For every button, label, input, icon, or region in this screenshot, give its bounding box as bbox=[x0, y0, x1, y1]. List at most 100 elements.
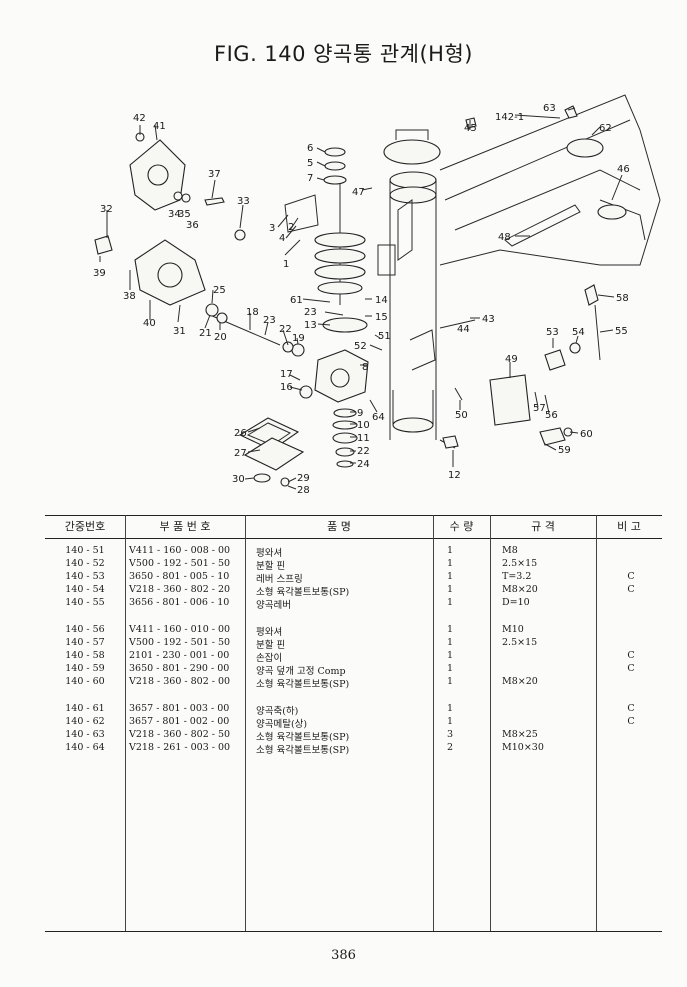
left-cover-assembly bbox=[94, 132, 313, 399]
svg-text:2: 2 bbox=[288, 222, 294, 233]
table-row: 140 - 53 3650 - 801 - 005 - 10 레버 스프링 1 … bbox=[45, 571, 662, 585]
svg-text:62: 62 bbox=[599, 123, 612, 134]
svg-text:37: 37 bbox=[208, 169, 221, 180]
svg-text:63: 63 bbox=[543, 103, 556, 114]
part-no: 3657 - 801 - 002 - 00 bbox=[129, 716, 230, 727]
svg-text:19: 19 bbox=[292, 333, 305, 344]
quantity: 1 bbox=[446, 676, 454, 687]
svg-text:50: 50 bbox=[455, 410, 468, 421]
col-divider bbox=[490, 515, 491, 931]
svg-text:49: 49 bbox=[505, 354, 518, 365]
quantity: 1 bbox=[446, 663, 454, 674]
item-no: 140 - 54 bbox=[65, 584, 105, 595]
svg-text:42: 42 bbox=[133, 113, 146, 124]
spec: 2.5×15 bbox=[502, 558, 538, 569]
part-name: 평와셔 bbox=[256, 548, 283, 559]
svg-text:15: 15 bbox=[375, 312, 388, 323]
table-row: 140 - 54 V218 - 360 - 802 - 20 소형 육각볼트보통… bbox=[45, 584, 662, 598]
item-no: 140 - 55 bbox=[65, 597, 105, 608]
svg-text:55: 55 bbox=[615, 326, 628, 337]
part-name: 분할 핀 bbox=[256, 640, 286, 651]
svg-text:16: 16 bbox=[280, 382, 293, 393]
svg-text:34: 34 bbox=[168, 209, 181, 220]
svg-text:25: 25 bbox=[213, 285, 226, 296]
svg-text:12: 12 bbox=[448, 470, 461, 481]
table-header-rule bbox=[45, 538, 662, 539]
item-no: 140 - 61 bbox=[65, 703, 105, 714]
part-no: V218 - 261 - 003 - 00 bbox=[129, 742, 231, 753]
svg-text:56: 56 bbox=[545, 410, 558, 421]
svg-text:1: 1 bbox=[283, 259, 289, 270]
part-name: 소형 육각볼트보통(SP) bbox=[256, 679, 350, 690]
quantity: 1 bbox=[446, 558, 454, 569]
quantity: 1 bbox=[446, 637, 454, 648]
gear-box bbox=[314, 349, 369, 468]
part-name: 레버 스프링 bbox=[256, 574, 303, 585]
remark: C bbox=[627, 571, 635, 582]
svg-text:41: 41 bbox=[153, 121, 166, 132]
part-name: 양곡레버 bbox=[256, 600, 291, 611]
item-no: 140 - 56 bbox=[65, 624, 105, 635]
svg-text:51: 51 bbox=[378, 331, 391, 342]
svg-text:48: 48 bbox=[498, 232, 511, 243]
svg-text:35: 35 bbox=[178, 209, 191, 220]
part-no: 3657 - 801 - 003 - 00 bbox=[129, 703, 230, 714]
svg-text:46: 46 bbox=[617, 164, 630, 175]
quantity: 1 bbox=[446, 584, 454, 595]
svg-text:52: 52 bbox=[354, 341, 367, 352]
table-row: 140 - 57 V500 - 192 - 501 - 50 분할 핀 1 2.… bbox=[45, 637, 662, 651]
svg-text:13: 13 bbox=[304, 320, 317, 331]
svg-text:44: 44 bbox=[457, 324, 470, 335]
remark: C bbox=[627, 663, 635, 674]
spec: T=3.2 bbox=[502, 571, 532, 582]
svg-text:9: 9 bbox=[357, 408, 363, 419]
col-divider bbox=[433, 515, 434, 931]
svg-text:29: 29 bbox=[297, 473, 310, 484]
svg-text:23: 23 bbox=[263, 315, 276, 326]
item-no: 140 - 63 bbox=[65, 729, 105, 740]
header-item-no: 간중번호 bbox=[64, 520, 106, 533]
part-name: 소형 육각볼트보통(SP) bbox=[256, 587, 350, 598]
table-row: 140 - 61 3657 - 801 - 003 - 00 양곡축(하) 1 … bbox=[45, 703, 662, 717]
item-no: 140 - 60 bbox=[65, 676, 105, 687]
svg-text:20: 20 bbox=[214, 332, 227, 343]
part-no: V218 - 360 - 802 - 20 bbox=[129, 584, 231, 595]
svg-text:38: 38 bbox=[123, 291, 136, 302]
col-divider bbox=[125, 515, 126, 931]
header-part-name: 품 명 bbox=[327, 520, 351, 533]
svg-text:8: 8 bbox=[362, 362, 368, 373]
svg-text:6: 6 bbox=[307, 143, 313, 154]
exploded-parts-diagram: 42 41 37 33 32 34 35 36 39 38 40 31 21 2… bbox=[93, 94, 661, 496]
svg-text:59: 59 bbox=[558, 445, 571, 456]
spec: D=10 bbox=[502, 597, 530, 608]
item-no: 140 - 57 bbox=[65, 637, 105, 648]
part-name: 손잡이 bbox=[256, 653, 283, 664]
svg-text:14: 14 bbox=[375, 295, 388, 306]
table-row: 140 - 56 V411 - 160 - 010 - 00 평와셔 1 M10 bbox=[45, 624, 662, 638]
remark: C bbox=[627, 584, 635, 595]
svg-text:11: 11 bbox=[357, 433, 370, 444]
part-no: V411 - 160 - 008 - 00 bbox=[129, 545, 231, 556]
svg-text:142-1: 142-1 bbox=[495, 112, 524, 123]
svg-text:32: 32 bbox=[100, 204, 113, 215]
spec: M8 bbox=[502, 545, 518, 556]
leader-lines bbox=[99, 107, 623, 490]
quantity: 1 bbox=[446, 716, 454, 727]
svg-text:54: 54 bbox=[572, 327, 585, 338]
spec: M8×20 bbox=[502, 584, 538, 595]
table-row: 140 - 60 V218 - 360 - 802 - 00 소형 육각볼트보통… bbox=[45, 676, 662, 690]
part-no: 3656 - 801 - 006 - 10 bbox=[129, 597, 230, 608]
table-row: 140 - 63 V218 - 360 - 802 - 50 소형 육각볼트보통… bbox=[45, 729, 662, 743]
table-top-rule bbox=[45, 515, 662, 516]
part-no: V411 - 160 - 010 - 00 bbox=[129, 624, 231, 635]
spec: M8×20 bbox=[502, 676, 538, 687]
item-no: 140 - 62 bbox=[65, 716, 105, 727]
svg-text:31: 31 bbox=[173, 326, 186, 337]
svg-text:33: 33 bbox=[237, 196, 250, 207]
svg-text:18: 18 bbox=[246, 307, 259, 318]
col-divider bbox=[245, 515, 246, 931]
item-no: 140 - 51 bbox=[65, 545, 105, 556]
svg-text:47: 47 bbox=[352, 187, 365, 198]
table-row: 140 - 64 V218 - 261 - 003 - 00 소형 육각볼트보통… bbox=[45, 742, 662, 756]
spec: M10×30 bbox=[502, 742, 544, 753]
